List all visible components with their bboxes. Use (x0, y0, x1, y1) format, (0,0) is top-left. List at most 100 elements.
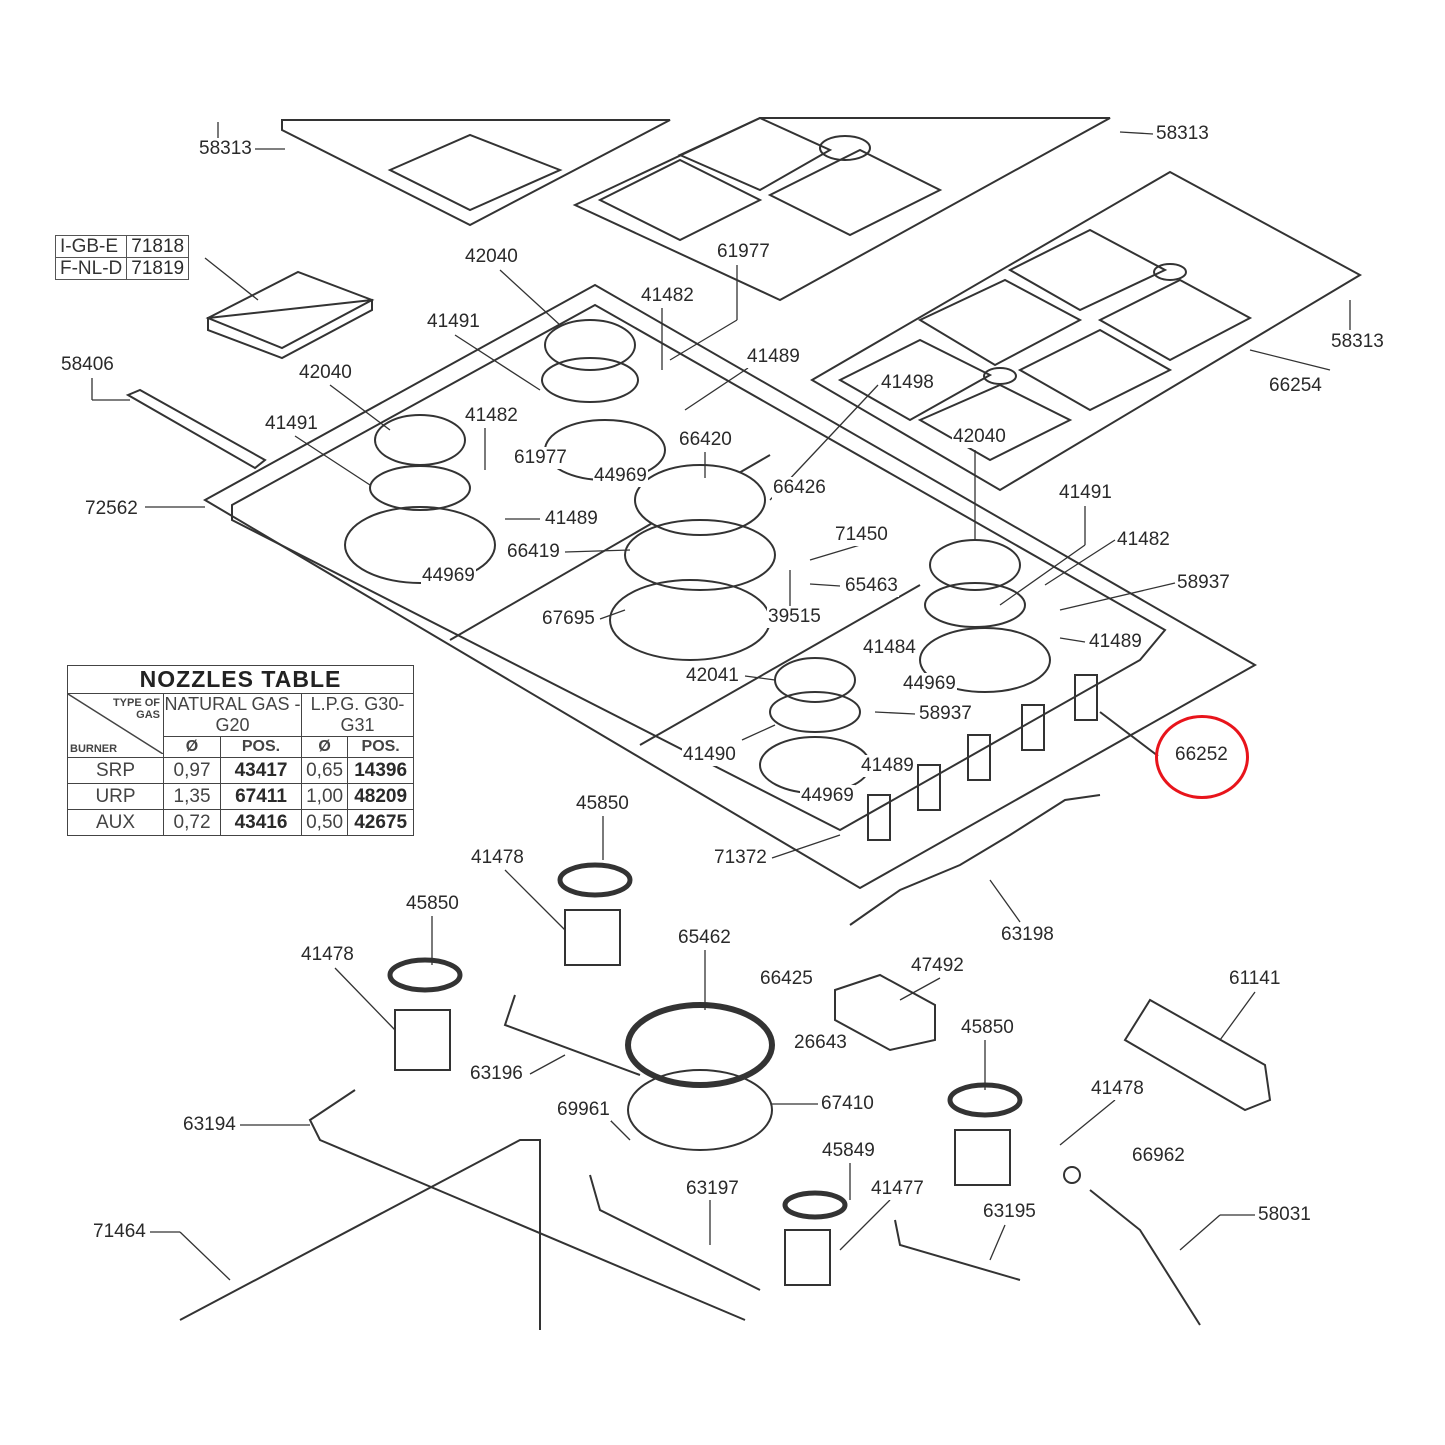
part-label: 65463 (844, 575, 899, 597)
part-label: 65462 (677, 927, 732, 949)
corner-diagonal (68, 694, 163, 754)
seal-strip (125, 388, 267, 470)
manual-code: 71819 (126, 257, 190, 280)
part-label: 26643 (793, 1032, 848, 1054)
burners (344, 319, 1051, 794)
part-label: 42040 (298, 362, 353, 384)
part-label: 47492 (910, 955, 965, 977)
part-label: 61977 (513, 447, 568, 469)
part-label: 72562 (84, 498, 139, 520)
part-label: 66425 (759, 968, 814, 990)
part-label: 66419 (506, 541, 561, 563)
part-label: 66420 (678, 429, 733, 451)
pos-value: 67411 (220, 783, 302, 810)
part-label: 61977 (716, 241, 771, 263)
nozzles-table-title: NOZZLES TABLE (67, 665, 414, 694)
burner-name: AUX (67, 809, 164, 836)
part-label: 42041 (685, 665, 740, 687)
part-label: 63196 (469, 1063, 524, 1085)
part-label: 45849 (821, 1140, 876, 1162)
diameter-value: 0,97 (162, 757, 222, 784)
part-label: 63197 (685, 1178, 740, 1200)
part-label: 66962 (1131, 1145, 1186, 1167)
part-label: 44969 (800, 785, 855, 807)
part-label: 41489 (544, 508, 599, 530)
part-label: 41489 (1088, 631, 1143, 653)
pos-value: 48209 (347, 783, 414, 810)
part-label-highlighted: 66252 (1175, 744, 1228, 765)
pos-value: 42675 (347, 809, 414, 836)
part-label: 58406 (60, 354, 115, 376)
part-label: 44969 (902, 673, 957, 695)
part-label: 41478 (300, 944, 355, 966)
type-of-gas-label: TYPE OF GAS (112, 697, 160, 721)
leader-lines (91, 122, 1351, 1281)
table-row: SRP 0,97 43417 0,65 14396 (67, 757, 414, 784)
part-label: 41482 (640, 285, 695, 307)
part-label: 45850 (960, 1017, 1015, 1039)
part-label: 58313 (198, 138, 253, 160)
part-label: 41477 (870, 1178, 925, 1200)
part-label: 42040 (464, 246, 519, 268)
part-label: 45850 (575, 793, 630, 815)
part-label: 41478 (1090, 1078, 1145, 1100)
part-label: 71372 (713, 847, 768, 869)
pos-header: POS. (220, 736, 302, 758)
part-label: 58313 (1155, 123, 1210, 145)
part-label: 41489 (746, 346, 801, 368)
part-label: 41491 (264, 413, 319, 435)
manual-language: I-GB-E (54, 235, 128, 258)
manual-book-drawing (205, 270, 375, 360)
pan-support-right (810, 170, 1363, 492)
nozzles-table: NOZZLES TABLE TYPE OF GAS BURNER NATURAL… (67, 665, 415, 836)
diameter-value: 0,50 (300, 809, 349, 836)
pos-value: 43416 (220, 809, 302, 836)
diameter-header: Ø (162, 736, 222, 758)
pos-header: POS. (347, 736, 414, 758)
part-label: 44969 (421, 565, 476, 587)
part-label: 41490 (682, 744, 737, 766)
gas-natural-header: NATURAL GAS - G20 (163, 693, 302, 737)
diameter-value: 1,35 (162, 783, 222, 810)
part-label: 45850 (405, 893, 460, 915)
part-label: 66254 (1268, 375, 1323, 397)
knob-bushes (867, 674, 1159, 841)
pan-support-left (281, 119, 671, 227)
table-corner: TYPE OF GAS BURNER (67, 693, 164, 758)
table-row: AUX 0,72 43416 0,50 42675 (67, 809, 414, 836)
part-label: 63195 (982, 1201, 1037, 1223)
part-label: 58031 (1257, 1204, 1312, 1226)
part-label: 41491 (1058, 482, 1113, 504)
part-label: 42040 (952, 426, 1007, 448)
diameter-value: 0,72 (162, 809, 222, 836)
part-label: 63198 (1000, 924, 1055, 946)
manual-language: F-NL-D (54, 257, 128, 280)
burner-name: URP (67, 783, 164, 810)
burner-label: BURNER (70, 743, 118, 755)
highlight-circle (1155, 715, 1249, 799)
part-label: 41498 (880, 372, 935, 394)
part-label: 71450 (834, 524, 889, 546)
diameter-value: 0,65 (300, 757, 349, 784)
part-label: 58313 (1330, 331, 1385, 353)
part-label: 71464 (92, 1221, 147, 1243)
part-label: 67410 (820, 1093, 875, 1115)
lower-parts (179, 862, 1272, 1330)
burner-name: SRP (67, 757, 164, 784)
part-label: 63194 (182, 1114, 237, 1136)
part-label: 41489 (860, 755, 915, 777)
ignition-harness (849, 794, 1101, 926)
part-label: 61141 (1228, 968, 1282, 990)
pos-value: 43417 (220, 757, 302, 784)
table-row: URP 1,35 67411 1,00 48209 (67, 783, 414, 810)
part-label: 41482 (464, 405, 519, 427)
part-label: 41491 (426, 311, 481, 333)
part-label: 41484 (862, 637, 917, 659)
pan-support-center (572, 116, 1111, 302)
part-label: 41482 (1116, 529, 1171, 551)
